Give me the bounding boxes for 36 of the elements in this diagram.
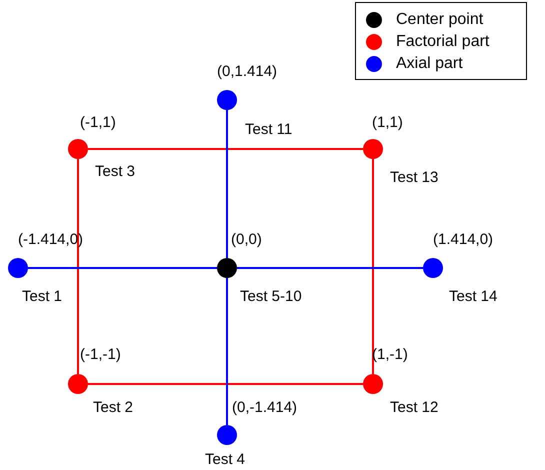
coordinate-label: (1,1) xyxy=(372,114,403,132)
test-label: Test 14 xyxy=(449,288,498,306)
connector-line xyxy=(372,159,374,374)
connector-line xyxy=(77,159,79,374)
test-label: Test 2 xyxy=(93,399,134,417)
connector-line xyxy=(28,267,217,269)
design-point xyxy=(217,425,237,445)
legend-label: Axial part xyxy=(396,54,463,74)
test-label: Test 5-10 xyxy=(240,288,302,306)
test-label: Test 12 xyxy=(390,399,438,417)
coordinate-label: (-1,-1) xyxy=(80,346,121,364)
design-point xyxy=(363,139,383,159)
connector-line xyxy=(226,110,228,258)
test-label: Test 1 xyxy=(22,288,62,306)
coordinate-label: (0,-1.414) xyxy=(232,399,298,417)
design-point xyxy=(217,258,237,278)
connector-line xyxy=(88,148,363,150)
test-label: Test 11 xyxy=(245,121,292,139)
test-label: Test 4 xyxy=(205,451,246,469)
coordinate-label: (-1,1) xyxy=(80,114,116,132)
design-point xyxy=(68,374,88,394)
connector-line xyxy=(88,383,363,385)
legend-label: Center point xyxy=(396,10,484,30)
coordinate-label: (0,1.414) xyxy=(217,63,278,81)
design-point xyxy=(8,258,28,278)
legend-label: Factorial part xyxy=(396,32,490,52)
coordinate-label: (1.414,0) xyxy=(433,231,494,249)
coordinate-label: (0,0) xyxy=(231,231,262,249)
test-label: Test 13 xyxy=(390,169,438,187)
connector-line xyxy=(226,278,228,425)
design-point xyxy=(68,139,88,159)
connector-line xyxy=(237,267,423,269)
design-point xyxy=(423,258,443,278)
design-point xyxy=(217,90,237,110)
test-label: Test 3 xyxy=(95,163,136,181)
design-point xyxy=(363,374,383,394)
